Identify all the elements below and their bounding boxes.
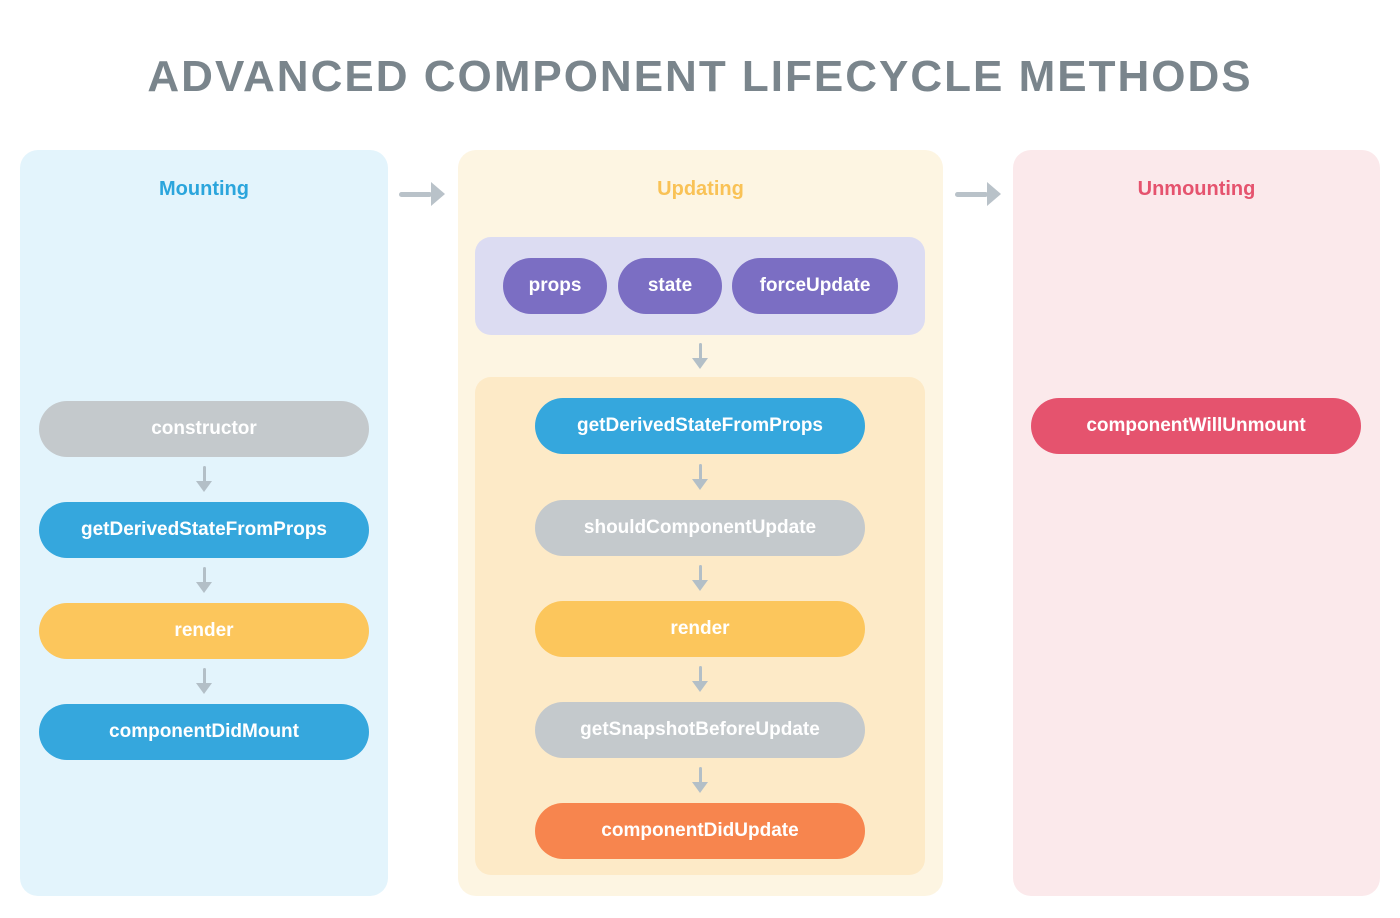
arrow-down-icon	[692, 565, 708, 592]
step-should-component-update: shouldComponentUpdate	[535, 500, 865, 556]
update-steps-panel: getDerivedStateFromProps shouldComponent…	[475, 377, 925, 875]
step-get-derived-state-from-props: getDerivedStateFromProps	[39, 502, 369, 558]
arrow-head	[692, 782, 708, 793]
step-component-will-unmount: componentWillUnmount	[1031, 398, 1361, 454]
arrow-stem	[698, 767, 702, 784]
step-render: render	[39, 603, 369, 659]
arrow-head	[692, 479, 708, 490]
arrow-head	[692, 358, 708, 369]
arrow-stem	[698, 343, 702, 360]
page-title: ADVANCED COMPONENT LIFECYCLE METHODS	[147, 52, 1253, 101]
unmounting-column-title: Unmounting	[1137, 178, 1256, 200]
mounting-column-title: Mounting	[159, 178, 249, 200]
arrow-stem	[202, 466, 206, 483]
arrow-head	[692, 580, 708, 591]
arrow-down-icon	[196, 567, 212, 594]
unmounting-column: Unmounting componentWillUnmount	[1013, 150, 1380, 896]
arrow-stem	[955, 191, 988, 197]
arrow-head	[431, 182, 445, 206]
arrow-stem	[698, 666, 702, 683]
step-get-derived-state-from-props: getDerivedStateFromProps	[535, 398, 865, 454]
arrow-right-icon	[955, 181, 1001, 207]
arrow-down-icon	[692, 666, 708, 693]
trigger-force-update: forceUpdate	[732, 258, 898, 314]
arrow-head	[196, 582, 212, 593]
arrow-down-icon	[196, 668, 212, 695]
arrow-down-icon	[692, 464, 708, 491]
arrow-head	[692, 681, 708, 692]
arrow-head	[987, 182, 1001, 206]
step-component-did-update: componentDidUpdate	[535, 803, 865, 859]
step-component-did-mount: componentDidMount	[39, 704, 369, 760]
step-get-snapshot-before-update: getSnapshotBeforeUpdate	[535, 702, 865, 758]
arrow-right-icon	[399, 181, 445, 207]
arrow-down-icon	[692, 767, 708, 794]
arrow-head	[196, 683, 212, 694]
mounting-column: Mounting constructor getDerivedStateFrom…	[20, 150, 388, 896]
arrow-stem	[202, 668, 206, 685]
arrow-stem	[698, 464, 702, 481]
arrow-stem	[399, 191, 432, 197]
update-triggers-panel: props state forceUpdate	[475, 237, 925, 335]
arrow-stem	[698, 565, 702, 582]
arrow-stem	[202, 567, 206, 584]
arrow-down-icon	[196, 466, 212, 493]
arrow-down-icon	[692, 343, 708, 370]
step-constructor: constructor	[39, 401, 369, 457]
updating-column: Updating props state forceUpdate getDeri…	[458, 150, 943, 896]
step-render: render	[535, 601, 865, 657]
arrow-head	[196, 481, 212, 492]
trigger-props: props	[503, 258, 607, 314]
updating-column-title: Updating	[657, 178, 744, 200]
trigger-state: state	[618, 258, 722, 314]
